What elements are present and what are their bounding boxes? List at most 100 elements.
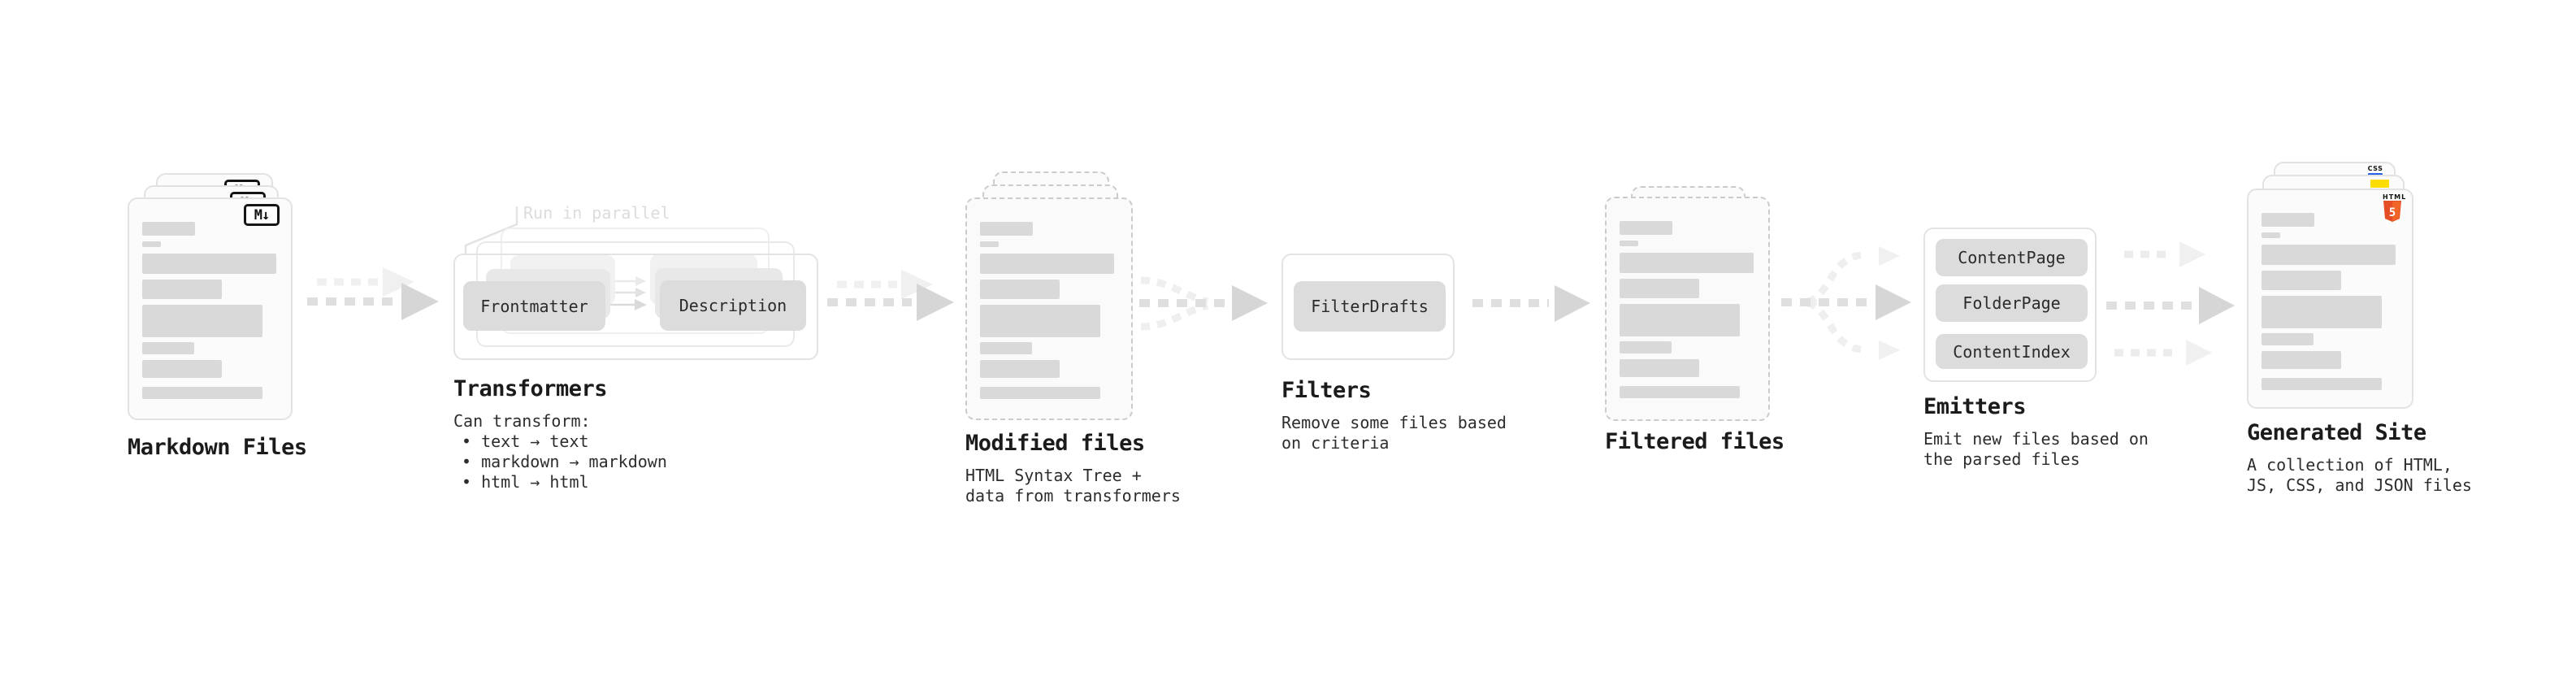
stage-generated-site: CSS HTML 5 Generated Site [2247,162,2472,496]
run-in-parallel-callout-line [464,206,518,255]
site-file-stack: CSS HTML 5 [2247,162,2413,409]
filter-box-filterdrafts: FilterDrafts [1294,281,1446,332]
placeholder-text-bar [980,222,1033,236]
markdown-file-card-front: M↓ [128,197,293,420]
stage-notes: Can transform: • text → text • markdown … [453,411,818,492]
placeholder-text-bar [1620,221,1672,235]
placeholder-text-bar [980,241,999,247]
note-line: Remove some files based [1281,413,1507,432]
placeholder-text-bar [980,254,1114,274]
placeholder-text-bar [2262,232,2280,238]
text-placeholder-bars [142,199,284,399]
stage-title: Transformers [453,376,608,401]
placeholder-text-bar [2262,245,2396,265]
placeholder-text-bar [980,387,1100,399]
text-placeholder-bars [1620,198,1762,398]
placeholder-text-bar [2262,378,2382,390]
placeholder-text-bar [1620,386,1740,398]
emitters-container: ContentPage FolderPage ContentIndex [1923,228,2097,382]
note-line: A collection of HTML, [2247,455,2452,475]
filtered-file-stack [1605,186,1770,421]
stage-title: Modified files [965,431,1145,456]
placeholder-text-bar [142,387,262,399]
placeholder-text-bar [2262,333,2314,345]
arrow-markdown-to-transformers [307,267,439,320]
note-line: HTML Syntax Tree + [965,466,1142,485]
emitter-box-contentpage: ContentPage [1936,239,2088,276]
emitters-frame: ContentPage FolderPage ContentIndex [1923,228,2097,382]
placeholder-text-bar [142,241,161,247]
emitter-box-folderpage: FolderPage [1936,284,2088,322]
placeholder-text-bar [142,222,195,236]
placeholder-text-bar [1620,253,1754,273]
placeholder-text-bar [1620,359,1699,377]
note-line: Can transform: [453,411,591,431]
parallel-mini-arrows [609,276,647,310]
arrow-transformers-to-modified [827,270,954,321]
transformer-layer-stack: Frontmatter Description [453,228,818,360]
markdown-icon: M↓ [244,204,280,226]
placeholder-text-bar [1620,241,1638,246]
placeholder-text-bar [142,342,194,354]
stage-notes: Remove some files based on criteria [1281,413,1507,453]
modified-file-stack [965,171,1133,420]
stage-notes: A collection of HTML, JS, CSS, and JSON … [2247,455,2472,496]
note-line: • text → text [462,432,589,451]
placeholder-text-bar [2262,213,2314,227]
run-in-parallel-annotation: Run in parallel [523,203,670,223]
placeholder-text-bar [142,360,222,378]
site-file-card-html: HTML 5 [2247,189,2413,409]
stage-filters: FilterDrafts Filters Remove some files b… [1281,254,1507,453]
text-placeholder-bars [2262,190,2405,390]
placeholder-text-bar [142,280,222,299]
arrow-modified-to-filters-merge [1139,276,1268,331]
filters-frame: FilterDrafts [1281,254,1455,360]
placeholder-text-bar [2262,296,2382,328]
note-line: data from transformers [965,486,1181,505]
transformer-layer-front: Frontmatter Description [453,254,818,360]
arrow-filters-to-filtered [1472,285,1590,322]
html5-icon-label: HTML [2383,193,2407,201]
placeholder-text-bar [1620,304,1740,336]
html5-icon: HTML 5 [2383,193,2407,226]
placeholder-text-bar [980,305,1100,337]
note-line: on criteria [1281,433,1390,453]
markdown-icon-label: M↓ [254,206,271,223]
transformer-box-frontmatter: Frontmatter [463,281,605,331]
markdown-file-stack: M↓ M↓ M↓ [128,173,293,420]
note-line: Emit new files based on [1923,429,2149,449]
stage-emitters: ContentPage FolderPage ContentIndex Emit… [1923,228,2149,470]
stage-title: Emitters [1923,394,2027,419]
stage-title: Filters [1281,378,1372,403]
stage-markdown-files: M↓ M↓ M↓ Markdown Files [128,173,307,460]
arrow-emitters-to-site [2106,241,2235,366]
placeholder-text-bar [980,342,1032,354]
note-line: • markdown → markdown [462,452,667,471]
placeholder-text-bar [142,254,276,274]
emitter-box-contentindex: ContentIndex [1936,334,2088,369]
stage-title: Filtered files [1605,429,1785,454]
filtered-file-card-front [1605,197,1770,421]
note-line: the parsed files [1923,449,2080,469]
filters-container: FilterDrafts [1281,254,1455,360]
note-line: JS, CSS, and JSON files [2247,475,2472,495]
placeholder-text-bar [2262,271,2341,290]
placeholder-text-bar [980,280,1060,299]
placeholder-text-bar [1620,279,1699,298]
javascript-icon [2370,180,2389,188]
text-placeholder-bars [980,199,1125,399]
stage-transformers: Run in parallel Frontmatter Description … [453,203,818,492]
stage-modified-files: Modified files HTML Syntax Tree + data f… [965,171,1181,506]
stage-title: Markdown Files [128,435,307,460]
html5-shield-number: 5 [2389,206,2396,219]
arrow-filtered-to-emitters-split [1781,246,1911,360]
html5-shield: 5 [2383,201,2401,222]
stage-notes: HTML Syntax Tree + data from transformer… [965,466,1181,506]
transformer-box-description: Description [660,280,806,331]
stage-title: Generated Site [2247,420,2426,445]
stage-filtered-files: Filtered files [1605,186,1785,454]
modified-file-card-front [965,197,1133,420]
placeholder-text-bar [2262,351,2341,369]
